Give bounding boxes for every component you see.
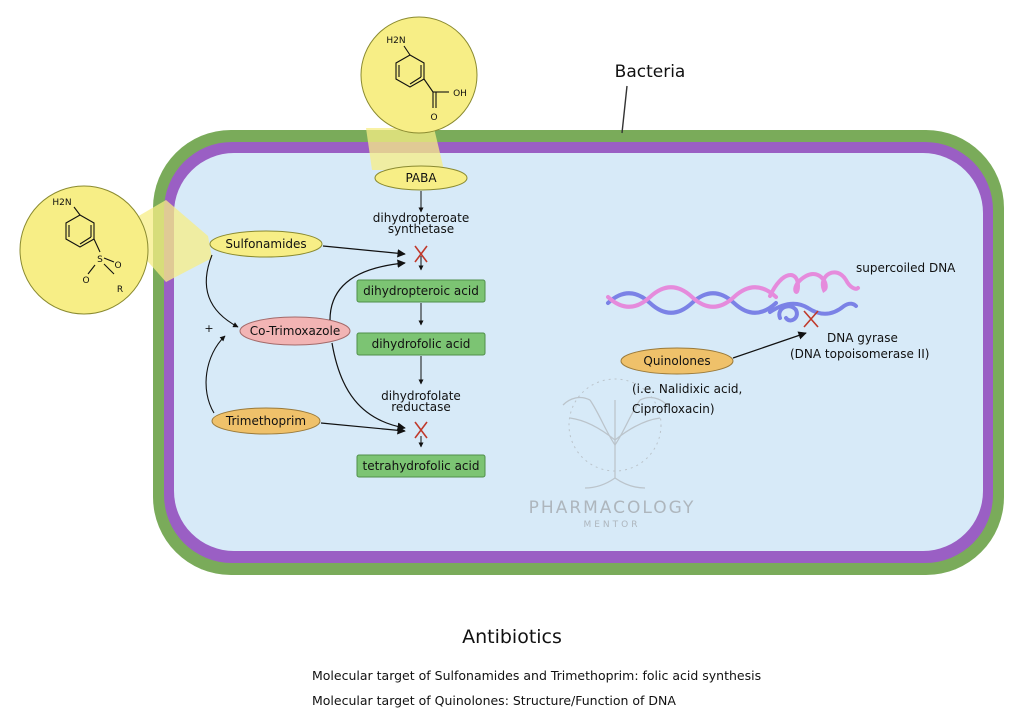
trimethoprim-label: Trimethoprim — [225, 414, 306, 428]
paba-label: PABA — [405, 171, 437, 185]
arrow-co-trimoxazole-to-enzyme1 — [329, 259, 406, 321]
dihydropteroic-acid-box — [356, 279, 486, 303]
combination-plus-sign: + — [204, 322, 213, 335]
caption-title: Antibiotics — [462, 626, 562, 648]
sulfonamide-sulfur-label: S — [97, 255, 103, 265]
cytoplasm — [174, 153, 983, 551]
quinolones-examples-line-1: (i.e. Nalidixic acid, — [632, 382, 742, 396]
inhibition-cross-3 — [803, 310, 819, 328]
enzyme-1-label-line-1: dihydropteroate — [373, 211, 469, 225]
arrow-trimethoprim-to-enzyme2 — [320, 422, 406, 435]
quinolones-label: Quinolones — [643, 354, 710, 368]
quinolones-node — [620, 347, 734, 375]
quinolones-examples-line-2: Ciprofloxacin) — [632, 402, 715, 416]
enzyme-2-label-line-1: dihydrofolate — [381, 389, 461, 403]
paba-o-label: O — [430, 113, 437, 123]
paba-structure — [395, 45, 449, 108]
sulfonamide-r-label: R — [117, 285, 123, 295]
paba-node — [374, 165, 468, 191]
sulfonamide-structure-circle — [19, 185, 149, 315]
caption-line-1: Molecular target of Sulfonamides and Tri… — [312, 668, 762, 683]
sulfonamides-label: Sulfonamides — [225, 237, 306, 251]
tetrahydrofolic-acid-label: tetrahydrofolic acid — [363, 459, 480, 473]
dna-strand-blue-right — [768, 301, 858, 316]
caption-line-2: Molecular target of Quinolones: Structur… — [312, 693, 676, 708]
watermark-line-1: PHARMACOLOGY — [529, 498, 696, 518]
paba-oh-label: OH — [453, 89, 467, 99]
co-trimoxazole-node — [239, 316, 351, 346]
sulfonamide-o-right-label: O — [114, 261, 121, 271]
arrow-quinolones-to-dna-gyrase — [732, 331, 807, 359]
dihydrofolic-acid-box — [356, 332, 486, 356]
dihydropteroic-acid-label: dihydropteroic acid — [363, 284, 479, 298]
arrow-sulfonamides-to-enzyme1 — [322, 245, 406, 258]
sulfonamide-callout-beam — [118, 200, 212, 282]
watermark-line-2: MENTOR — [583, 520, 640, 530]
watermark-tree-icon — [562, 378, 668, 489]
arrow-co-trimoxazole-to-enzyme2 — [331, 342, 406, 431]
dihydrofolic-acid-label: dihydrofolic acid — [372, 337, 471, 351]
co-trimoxazole-label: Co-Trimoxazole — [250, 324, 340, 338]
enzyme-2-label-line-2: reductase — [391, 400, 451, 414]
paba-structure-circle — [360, 16, 478, 134]
inhibition-cross-2 — [414, 421, 428, 439]
supercoiled-dna-label: supercoiled DNA — [856, 261, 956, 275]
sulfonamide-amine-label: H2N — [52, 198, 71, 208]
paba-callout-beam — [366, 128, 444, 170]
bacteria-label: Bacteria — [615, 62, 686, 82]
bacteria-pointer-line — [621, 85, 628, 134]
arrow-trimethoprim-to-co-trimoxazole — [205, 335, 226, 414]
arrow-sulfonamides-to-co-trimoxazole — [205, 254, 239, 328]
dna-strand-blue-left — [606, 291, 778, 315]
sulfonamide-o-left-label: O — [82, 276, 89, 286]
dna-strand-pink-right — [768, 270, 860, 298]
sulfonamides-node — [209, 230, 323, 258]
dna-gyrase-label-line-1: DNA gyrase — [827, 331, 898, 345]
dna-loop-blue — [777, 304, 799, 323]
paba-amine-label: H2N — [386, 36, 405, 46]
sulfonamide-structure — [65, 206, 115, 275]
tetrahydrofolic-acid-box — [356, 454, 486, 478]
inhibition-cross-1 — [414, 245, 428, 263]
enzyme-1-label-line-2: synthetase — [388, 222, 454, 236]
dna-strand-pink-left — [606, 285, 778, 309]
supercoiled-dna — [606, 270, 860, 323]
dna-gyrase-label-line-2: (DNA topoisomerase II) — [790, 347, 929, 361]
trimethoprim-node — [211, 407, 321, 435]
